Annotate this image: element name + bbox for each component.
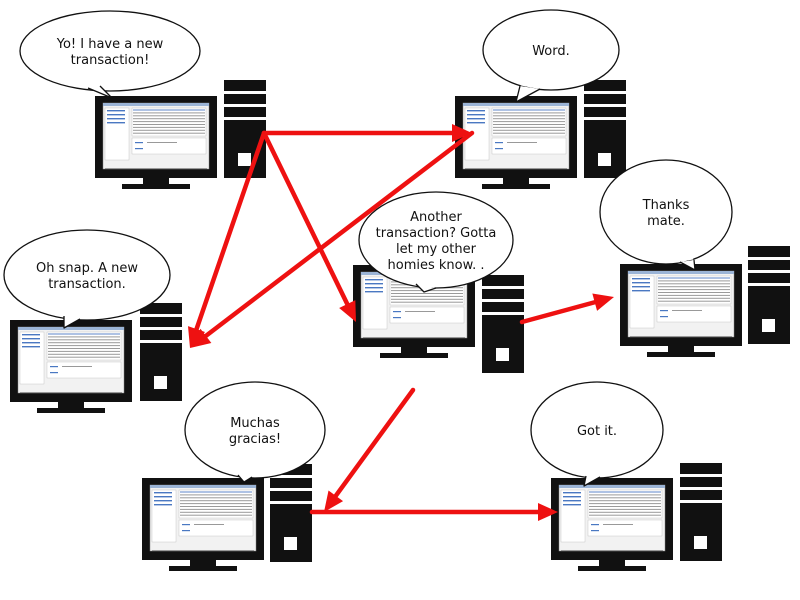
- desktop-computer-icon: [142, 464, 312, 571]
- computer-right: [620, 246, 790, 357]
- arrow-icon-head: [339, 300, 356, 322]
- arrow-middle-to-right: [519, 293, 614, 325]
- arrow-icon-head: [452, 124, 472, 142]
- arrow-top-right-to-left: [190, 130, 475, 348]
- desktop-computer-icon: [551, 463, 722, 571]
- bubble-text-line: transaction? Gotta: [376, 226, 497, 241]
- desktop-computer-icon: [620, 246, 790, 357]
- arrow-icon-head: [324, 490, 344, 512]
- bubble-text-line: Thanks: [642, 198, 690, 213]
- desktop-computer-icon: [455, 80, 626, 189]
- computer-top-right: [455, 80, 626, 189]
- bubble-text-line: Another: [410, 210, 462, 225]
- arrow-origin-to-top-right: [261, 124, 472, 142]
- bubble-text-line: Yo! I have a new: [56, 37, 164, 52]
- bubble-text-line: Muchas: [230, 416, 280, 431]
- bubble-text-line: homies know. .: [388, 258, 485, 273]
- arrow-icon-head: [592, 293, 614, 311]
- bubble-text-line: Got it.: [577, 424, 617, 439]
- bubble-text-line: Oh snap. A new: [36, 261, 138, 276]
- desktop-computer-icon: [95, 80, 266, 189]
- arrow-bottom-left-to-bottom-right: [309, 503, 558, 521]
- arrow-icon-head: [190, 328, 212, 348]
- computer-left: [10, 303, 182, 413]
- computer-origin: [95, 80, 266, 189]
- computer-bottom-left: [142, 464, 312, 571]
- arrow-origin-to-middle: [261, 130, 356, 322]
- speech-bubble-bottom-right: Got it.: [530, 381, 664, 487]
- arrow-middle-to-bottom-left: [324, 387, 416, 512]
- computer-bottom-right: [551, 463, 722, 571]
- bubble-text-line: transaction!: [71, 53, 150, 68]
- bubble-text-line: transaction.: [48, 277, 126, 292]
- arrow-icon-head: [538, 503, 558, 521]
- desktop-computer-icon: [10, 303, 182, 413]
- speech-bubble-top-right: Word.: [482, 9, 620, 103]
- bubble-text-line: gracias!: [229, 432, 281, 447]
- bubble-text-line: Word.: [532, 44, 570, 59]
- bubble-text-line: mate.: [647, 214, 685, 229]
- bubble-text-line: let my other: [396, 242, 477, 257]
